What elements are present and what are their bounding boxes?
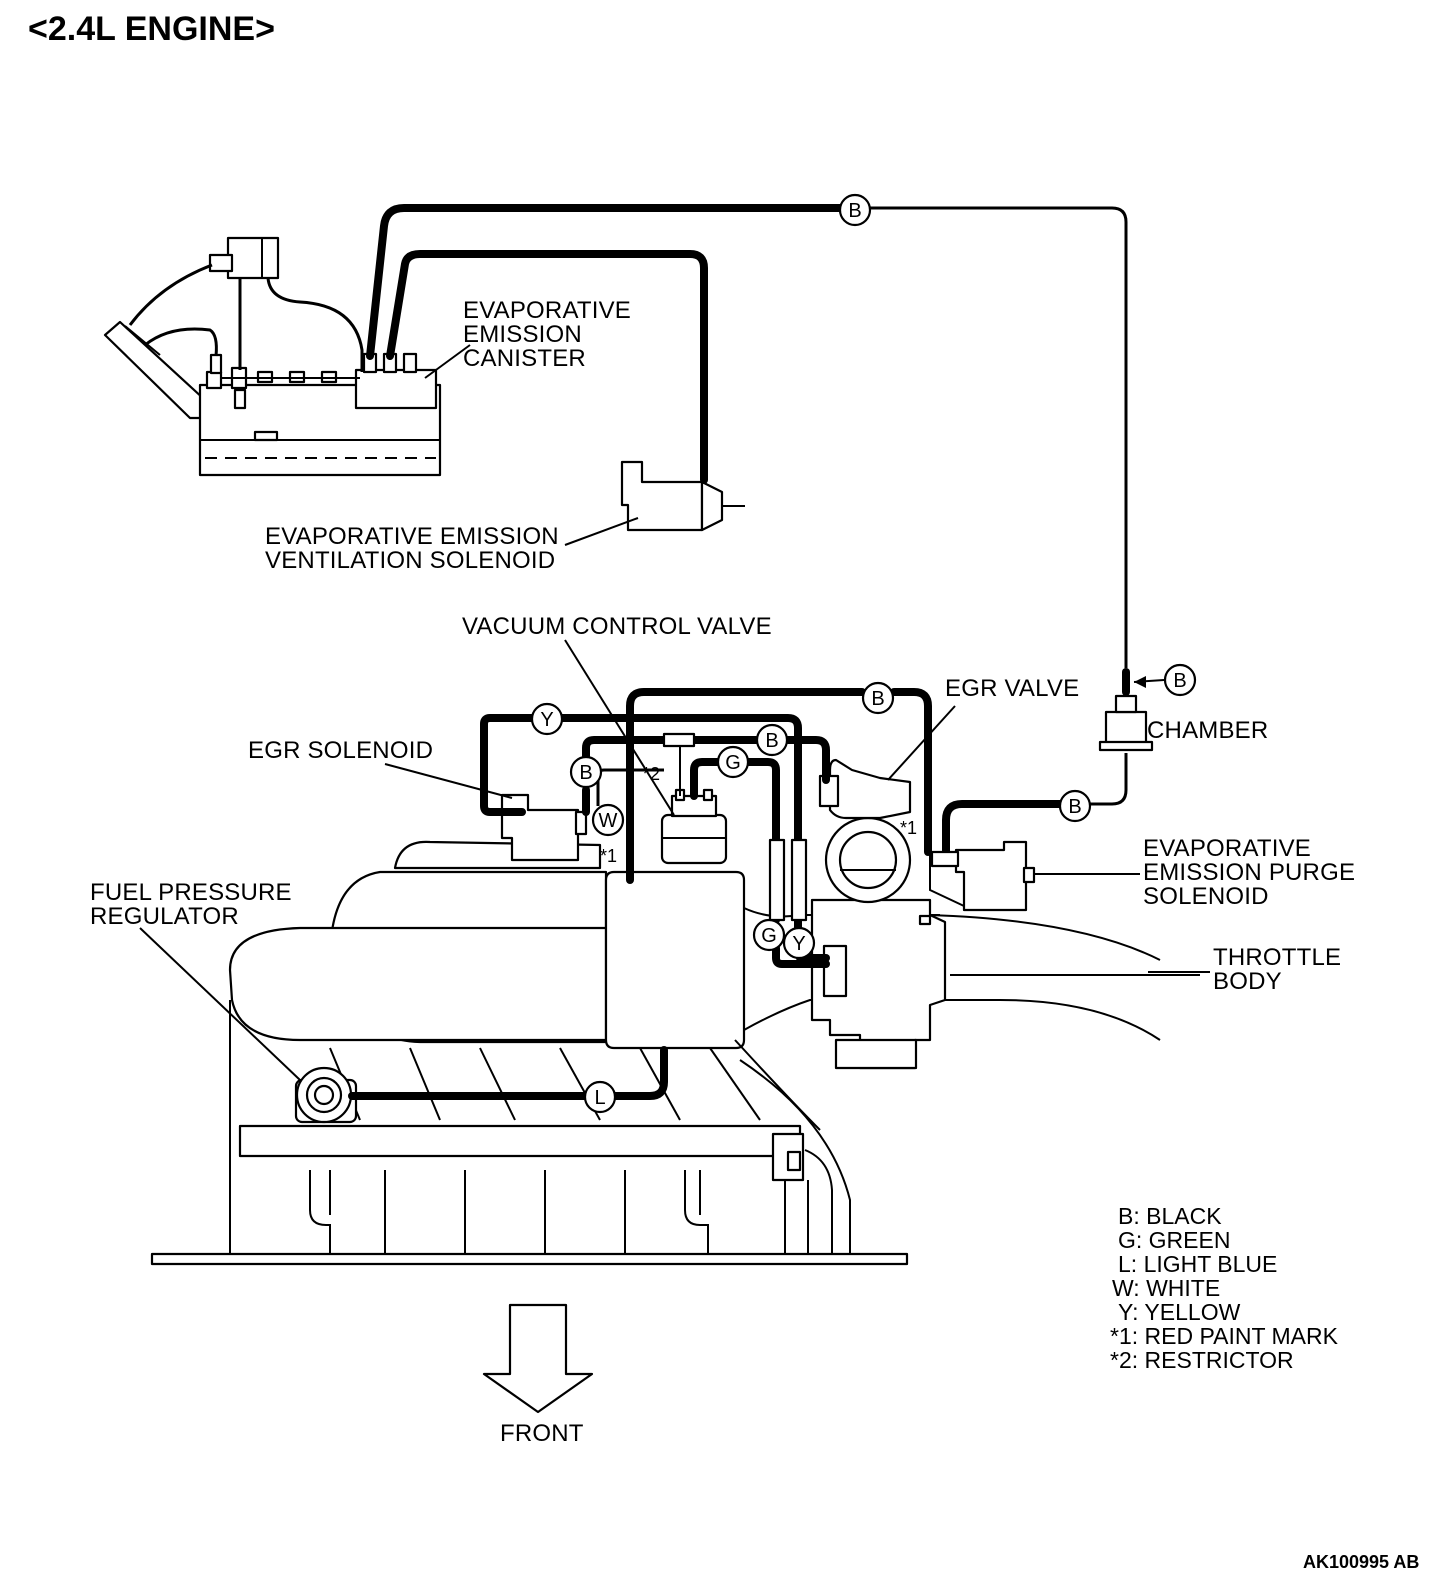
marker-b-purge: B	[1058, 789, 1092, 823]
svg-text:B: B	[1068, 796, 1081, 818]
legend-item: W: WHITE	[1112, 1275, 1220, 1301]
svg-text:EMISSION PURGE: EMISSION PURGE	[1143, 859, 1355, 886]
svg-text:SOLENOID: SOLENOID	[1143, 883, 1269, 910]
svg-text:Y: Y	[792, 933, 805, 955]
front-arrow: FRONT	[482, 1303, 594, 1447]
svg-text:G: G	[761, 925, 777, 947]
canister-box	[354, 368, 438, 410]
legend-item: *2: RESTRICTOR	[1110, 1347, 1294, 1373]
egr-solenoid: EGR SOLENOID	[248, 737, 588, 862]
fuel-pressure-regulator-label: FUEL PRESSURE REGULATOR	[90, 879, 301, 1081]
svg-text:L: L	[594, 1087, 605, 1109]
ventilation-solenoid-label: EVAPORATIVE EMISSION VENTILATION SOLENOI…	[265, 517, 639, 574]
marker-b-top: B	[838, 193, 872, 227]
marker-y-throttle: Y	[782, 926, 816, 960]
purge-solenoid	[929, 840, 1036, 912]
legend-item: Y: YELLOW	[1118, 1299, 1241, 1325]
svg-text:B: B	[579, 762, 592, 784]
svg-text:Y: Y	[540, 709, 553, 731]
svg-text:B: B	[848, 200, 861, 222]
svg-text:EGR VALVE: EGR VALVE	[945, 675, 1079, 702]
svg-text:BODY: BODY	[1213, 968, 1282, 995]
head-base-plate	[150, 1252, 909, 1266]
red-paint-mark-egr-solenoid: *1	[600, 846, 617, 866]
svg-text:REGULATOR: REGULATOR	[90, 903, 239, 930]
canister-hoses	[366, 204, 1130, 856]
legend-item: G: GREEN	[1118, 1227, 1230, 1253]
fuel-rail	[238, 1124, 833, 1255]
front-arrow-icon	[482, 1303, 594, 1414]
marker-b-egr-top: B	[861, 681, 895, 715]
hose-canister-to-purge	[366, 204, 844, 360]
filler-pipe	[103, 320, 207, 420]
front-label: FRONT	[500, 1420, 584, 1447]
colour-legend: B: BLACK G: GREEN L: LIGHT BLUE W: WHITE…	[1110, 1203, 1339, 1373]
svg-text:CHAMBER: CHAMBER	[1147, 717, 1268, 744]
hose-regulator-to-plenum	[348, 1046, 668, 1100]
svg-text:B: B	[765, 730, 778, 752]
svg-text:B: B	[871, 688, 884, 710]
cylinder-head	[150, 1170, 909, 1266]
marker-g-top: G	[716, 745, 750, 779]
marker-b-egr-valve: B	[755, 723, 789, 757]
svg-text:W: W	[599, 810, 618, 832]
marker-y-top: Y	[530, 702, 564, 736]
svg-text:EVAPORATIVE: EVAPORATIVE	[1143, 835, 1311, 862]
svg-text:VACUUM CONTROL VALVE: VACUUM CONTROL VALVE	[462, 613, 772, 640]
svg-text:B: B	[1173, 670, 1186, 692]
marker-b-egr-solenoid: B	[569, 755, 603, 789]
svg-text:G: G	[725, 752, 741, 774]
hose-canister-to-vent	[386, 250, 708, 484]
legend-item: *1: RED PAINT MARK	[1110, 1323, 1339, 1349]
hose-to-chamber	[870, 206, 1128, 668]
svg-text:EMISSION: EMISSION	[463, 321, 582, 348]
purge-solenoid-label: EVAPORATIVE EMISSION PURGE SOLENOID	[1034, 835, 1355, 910]
rollover-valve	[226, 236, 280, 280]
marker-l: L	[583, 1080, 617, 1114]
throttle-body	[810, 816, 947, 1070]
vacuum-control-valve: VACUUM CONTROL VALVE	[462, 613, 772, 865]
canister-assembly	[103, 236, 442, 477]
svg-text:EVAPORATIVE: EVAPORATIVE	[463, 297, 631, 324]
fuel-pressure-regulator	[294, 1066, 358, 1124]
intake-manifold	[228, 840, 1200, 1260]
ventilation-solenoid	[620, 460, 745, 532]
throttle-body-label: THROTTLE BODY	[1148, 944, 1341, 995]
egr-valve: EGR VALVE	[818, 675, 1079, 820]
svg-text:THROTTLE: THROTTLE	[1213, 944, 1341, 971]
restrictor	[662, 732, 696, 748]
chamber: CHAMBER	[1098, 694, 1268, 752]
svg-text:EGR SOLENOID: EGR SOLENOID	[248, 737, 433, 764]
legend-item: L: LIGHT BLUE	[1118, 1251, 1277, 1277]
hose-markers: B B B B B B Y B	[530, 193, 1197, 1114]
svg-text:VENTILATION SOLENOID: VENTILATION SOLENOID	[265, 547, 555, 574]
plenum	[604, 870, 746, 1050]
figure-code: AK100995 AB	[1303, 1552, 1419, 1572]
hose-chamber-to-purge	[942, 800, 1064, 856]
canister-label: EVAPORATIVE EMISSION CANISTER	[424, 297, 631, 379]
restrictor-tag: *2	[643, 764, 660, 784]
marker-g-throttle: G	[752, 918, 786, 952]
red-paint-mark-egr-valve: *1	[900, 818, 917, 838]
legend-item: B: BLACK	[1118, 1203, 1222, 1229]
marker-b-chamber: B	[1133, 663, 1197, 697]
diagram-title: <2.4L ENGINE>	[28, 10, 275, 48]
marker-w: W	[591, 803, 625, 837]
svg-text:FUEL PRESSURE: FUEL PRESSURE	[90, 879, 292, 906]
svg-text:CANISTER: CANISTER	[463, 345, 586, 372]
engine-vacuum-hoses	[480, 688, 932, 968]
svg-text:EVAPORATIVE EMISSION: EVAPORATIVE EMISSION	[265, 523, 559, 550]
